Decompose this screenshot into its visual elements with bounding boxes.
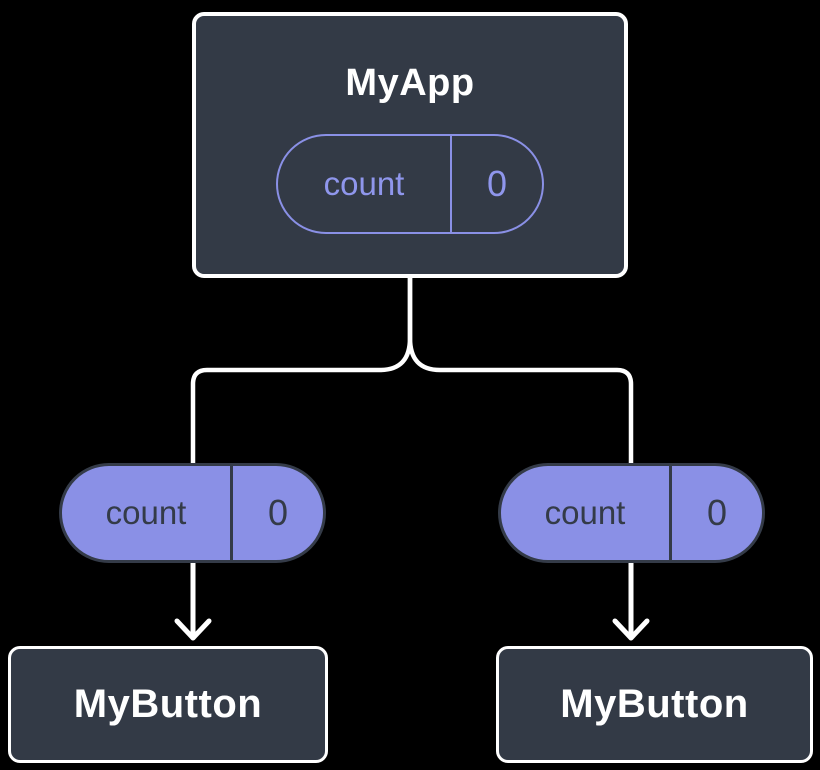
prop-pill-right-value: 0 [669, 466, 762, 560]
prop-pill-left-value: 0 [230, 466, 323, 560]
left-arrow-head-icon [174, 618, 212, 641]
node-mybutton-left-title: MyButton [73, 682, 263, 726]
state-pill-key: count [323, 165, 405, 202]
connector-left-branch [190, 278, 413, 463]
prop-pill-left-key: count [105, 494, 187, 531]
node-myapp: MyApp count 0 [192, 12, 628, 278]
connector-right-branch [407, 278, 634, 463]
state-pill-value: 0 [450, 136, 542, 232]
node-mybutton-right-title: MyButton [560, 682, 749, 726]
right-arrow-head-icon [612, 618, 650, 641]
prop-pill-left: count 0 [59, 463, 326, 563]
node-mybutton-right: MyButton [496, 646, 813, 763]
prop-pill-right-key: count [544, 494, 626, 531]
node-mybutton-left: MyButton [8, 646, 328, 763]
node-myapp-title: MyApp [345, 62, 475, 104]
state-pill: count 0 [276, 134, 544, 234]
prop-pill-right: count 0 [498, 463, 765, 563]
